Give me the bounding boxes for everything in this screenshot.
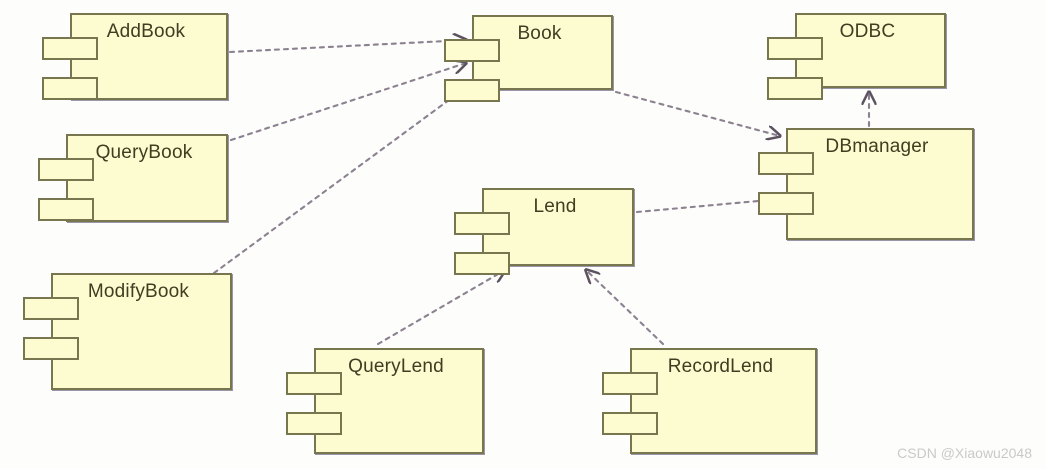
dependency-addbook-to-book xyxy=(228,40,466,54)
port-tab-lower xyxy=(602,412,658,435)
dependency-querybook-to-book xyxy=(229,63,466,142)
component-lend[interactable]: Lend xyxy=(454,188,634,275)
component-modifybook[interactable]: ModifyBook xyxy=(23,273,232,390)
port-tab-upper xyxy=(23,297,79,320)
port-tab-lower xyxy=(42,77,98,100)
port-tab-lower xyxy=(286,412,342,435)
port-tab-upper xyxy=(42,37,98,60)
component-label: AddBook xyxy=(106,21,186,42)
port-tab-upper xyxy=(38,158,94,181)
component-addbook[interactable]: AddBook xyxy=(42,13,228,100)
dependency-querylend-to-lend xyxy=(376,270,505,346)
component-label: QueryBook xyxy=(95,142,193,163)
component-odbc[interactable]: ODBC xyxy=(767,13,946,100)
component-label: DBmanager xyxy=(825,136,929,157)
port-tab-lower xyxy=(758,192,814,215)
component-querybook[interactable]: QueryBook xyxy=(38,134,228,222)
component-dbmanager[interactable]: DBmanager xyxy=(758,128,974,240)
port-tab-lower xyxy=(38,198,94,221)
port-tab-upper xyxy=(758,152,814,175)
component-book[interactable]: Book xyxy=(444,15,613,102)
port-tab-upper xyxy=(444,39,500,62)
component-label: ODBC xyxy=(839,21,896,42)
port-tab-lower xyxy=(23,337,79,360)
component-label: RecordLend xyxy=(667,356,774,377)
port-tab-upper xyxy=(602,372,658,395)
component-querylend[interactable]: QueryLend xyxy=(286,348,484,454)
component-label: QueryLend xyxy=(348,356,444,377)
component-label: ModifyBook xyxy=(87,281,190,302)
port-tab-upper xyxy=(767,37,823,60)
port-tab-lower xyxy=(767,77,823,100)
watermark: CSDN @Xiaowu2048 xyxy=(897,445,1032,461)
component-label: Book xyxy=(517,23,562,44)
dependency-modifybook-to-book xyxy=(212,86,468,275)
port-tab-upper xyxy=(454,212,510,235)
dependency-book-to-dbmanager xyxy=(614,90,780,136)
port-tab-upper xyxy=(286,372,342,395)
component-recordlend[interactable]: RecordLend xyxy=(602,348,817,454)
port-tab-lower xyxy=(444,79,500,102)
port-tab-lower xyxy=(454,252,510,275)
component-label: Lend xyxy=(533,196,577,217)
dependency-recordlend-to-lend xyxy=(586,270,665,346)
